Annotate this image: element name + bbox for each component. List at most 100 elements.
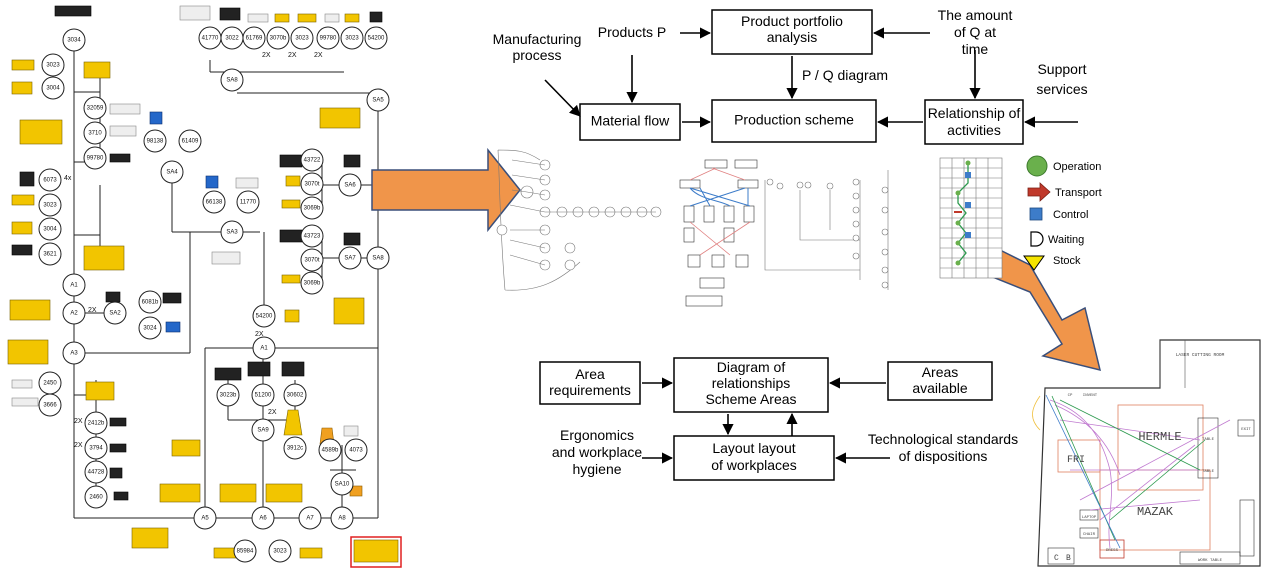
flow-symbols-legend: Operation Transport Control Waiting Stoc… [1023, 155, 1102, 271]
hermle-machine-label: HERMLE [1138, 430, 1181, 444]
tree-node: 3069b [300, 271, 324, 295]
tree-node: 3023 [340, 26, 364, 50]
svg-text:43722: 43722 [304, 158, 321, 164]
tree-node: 54200 [364, 26, 388, 50]
tree-node: 2460 [84, 485, 108, 509]
svg-text:2450: 2450 [43, 381, 57, 387]
tree-node: SA4 [160, 160, 184, 184]
products-p-label: Products P [598, 24, 666, 40]
tree-node: SA8 [366, 246, 390, 270]
svg-text:3070t: 3070t [304, 258, 319, 264]
svg-text:SA8: SA8 [226, 78, 238, 84]
svg-text:4589b: 4589b [322, 448, 339, 454]
tree-node: 85984 [233, 539, 257, 563]
svg-text:3912c: 3912c [287, 446, 303, 452]
laser-room-label: LASER CUTTING ROOM [1176, 352, 1225, 358]
tree-node: 2412b [84, 411, 108, 435]
activity-chart-thumbnail [939, 157, 1003, 279]
tree-node: 43723 [300, 224, 324, 248]
svg-text:3004: 3004 [46, 86, 60, 92]
tree-node: 51200 [251, 383, 275, 407]
work-table-label: WORK TABLE [1198, 559, 1223, 563]
svg-text:3070t: 3070t [304, 182, 319, 188]
svg-text:2X: 2X [74, 418, 83, 425]
svg-text:2X: 2X [288, 52, 297, 59]
waiting-d-icon [1030, 231, 1044, 247]
svg-text:54200: 54200 [256, 314, 273, 320]
svg-text:3023: 3023 [273, 549, 287, 555]
svg-text:Material flow: Material flow [591, 113, 670, 129]
tree-node: 3666 [38, 393, 62, 417]
tree-node: A7 [298, 506, 322, 530]
svg-text:A8: A8 [338, 516, 346, 522]
svg-text:SA7: SA7 [344, 256, 356, 262]
svg-text:SA2: SA2 [109, 311, 121, 317]
tree-node: 99780 [83, 146, 107, 170]
tree-node: SA8 [220, 68, 244, 92]
svg-text:3034: 3034 [67, 38, 81, 44]
legend-control: Control [1053, 209, 1088, 221]
legend-transport: Transport [1055, 187, 1102, 199]
svg-text:A7: A7 [306, 516, 314, 522]
svg-text:3666: 3666 [43, 403, 57, 409]
svg-text:44728: 44728 [88, 470, 105, 476]
tree-node: 2450 [38, 371, 62, 395]
svg-text:3794: 3794 [89, 446, 103, 452]
table-label: TABLE [1202, 470, 1215, 474]
svg-text:6081b: 6081b [142, 300, 159, 306]
tree-node: 3912c [283, 436, 307, 460]
c-label: C [1054, 554, 1059, 563]
svg-text:6073: 6073 [43, 178, 57, 184]
tree-node: A6 [251, 506, 275, 530]
svg-text:SA5: SA5 [372, 98, 384, 104]
relationship-network-thumbnail [679, 159, 759, 307]
tree-node: 3004 [38, 217, 62, 241]
svg-text:99780: 99780 [87, 156, 104, 162]
svg-text:85984: 85984 [237, 549, 254, 555]
tree-node: 3023 [290, 26, 314, 50]
tree-node: 11770 [236, 190, 260, 214]
invent-label: INVENT [1083, 394, 1098, 398]
svg-text:98138: 98138 [147, 139, 164, 145]
svg-text:A1: A1 [260, 346, 268, 352]
tree-node: SA2 [103, 301, 127, 325]
svg-text:3023: 3023 [43, 203, 57, 209]
tree-node: 99780 [316, 26, 340, 50]
svg-text:3023: 3023 [46, 63, 60, 69]
dress-label: DRESS [1106, 549, 1119, 553]
svg-text:4x: 4x [64, 175, 72, 182]
svg-text:SA10: SA10 [335, 482, 350, 488]
svg-text:Production scheme: Production scheme [734, 112, 854, 128]
b-label: B [1066, 554, 1071, 563]
tree-node: 43722 [300, 148, 324, 172]
svg-text:3069b: 3069b [304, 206, 321, 212]
svg-text:3710: 3710 [88, 131, 102, 137]
tree-node: 3034 [62, 28, 86, 52]
tree-node: 3023 [38, 193, 62, 217]
svg-text:A6: A6 [259, 516, 267, 522]
tree-node: 3024 [138, 316, 162, 340]
exit-label: EXIT [1241, 428, 1251, 432]
svg-text:A1: A1 [70, 283, 78, 289]
svg-text:66138: 66138 [206, 200, 223, 206]
svg-text:3070b: 3070b [270, 36, 287, 42]
lego-parts-images [7, 5, 402, 568]
tree-node: 3023 [41, 53, 65, 77]
control-square-icon [1029, 207, 1043, 221]
assembly-tree: 3034 3023 3004 32059 3710 99780 6073 302… [7, 5, 402, 568]
svg-text:2X: 2X [255, 331, 264, 338]
tree-node: 6073 [38, 168, 62, 192]
svg-text:2X: 2X [314, 52, 323, 59]
svg-text:3023b: 3023b [220, 393, 237, 399]
svg-text:61409: 61409 [182, 139, 199, 145]
operation-symbol-icon [1026, 155, 1048, 177]
